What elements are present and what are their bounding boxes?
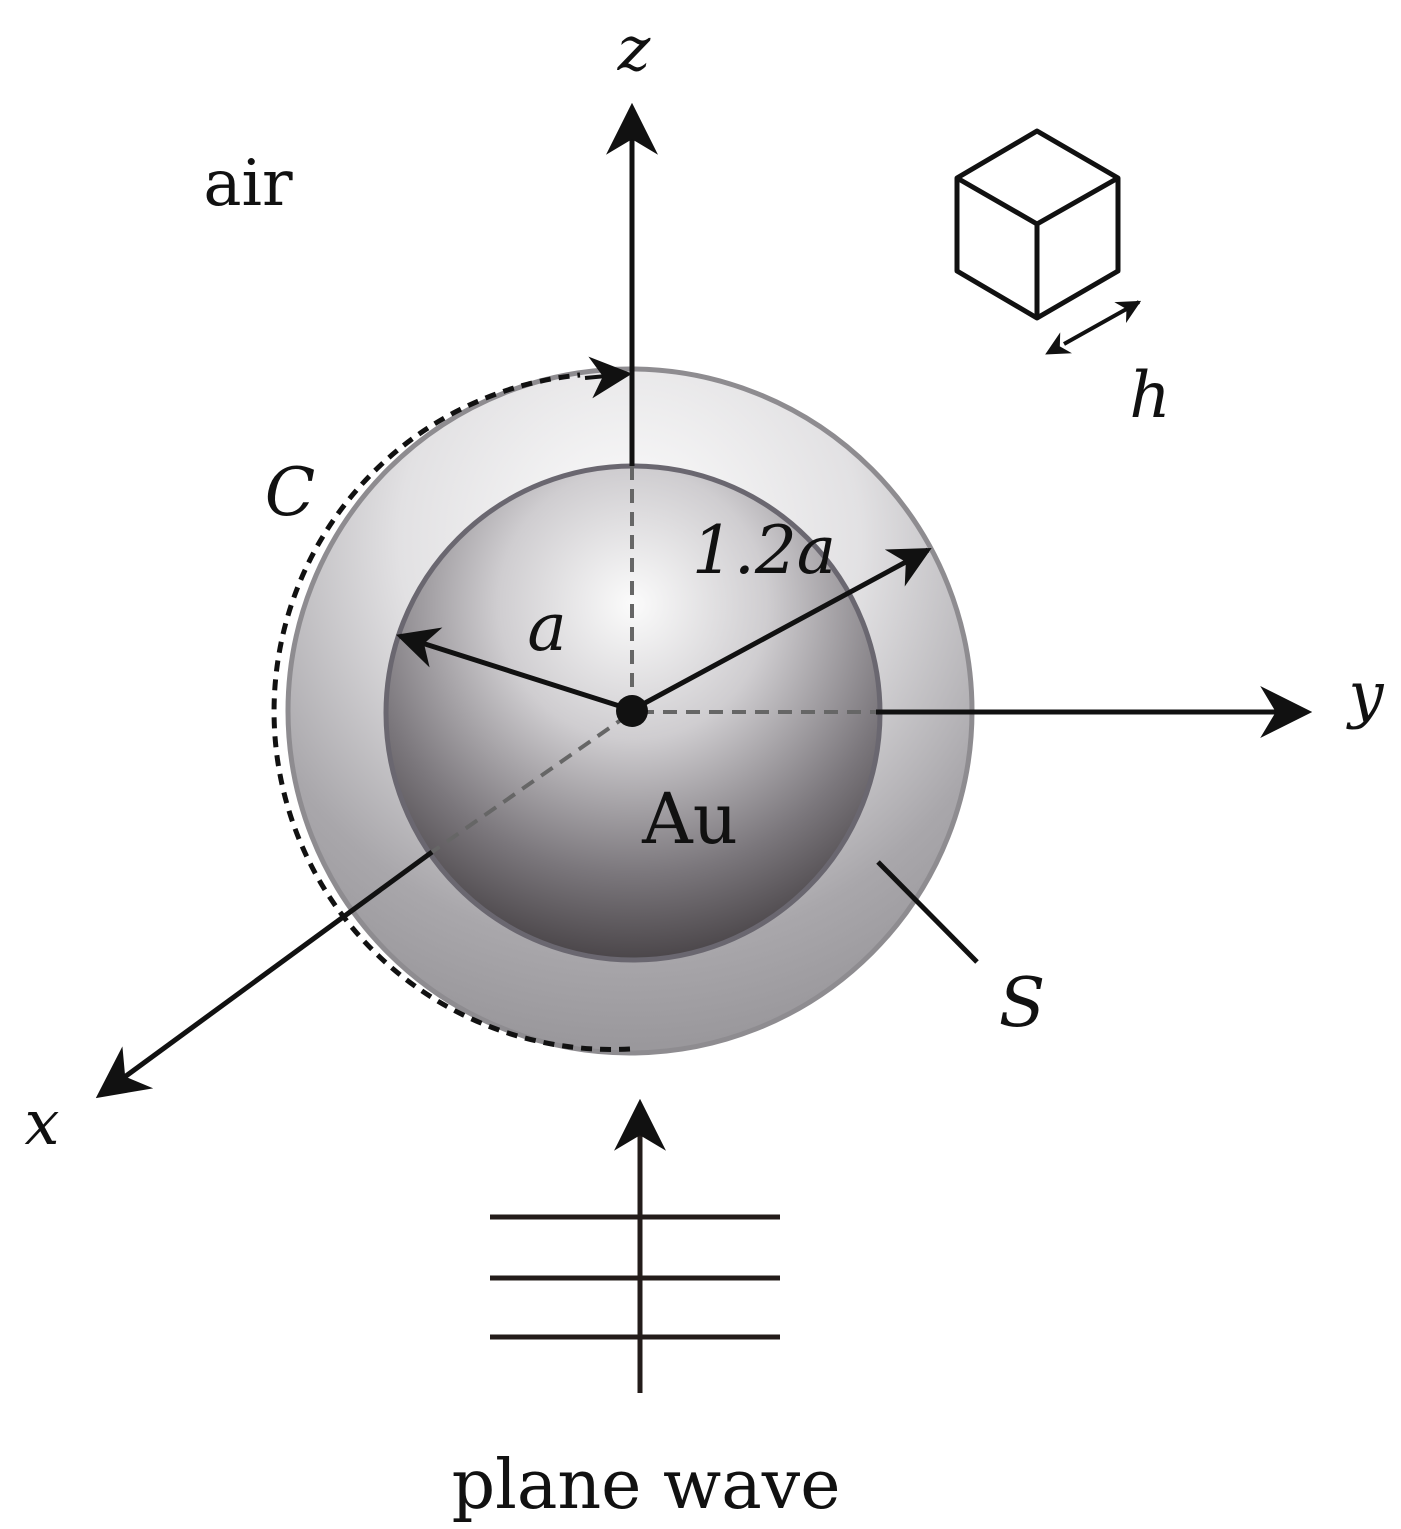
surface-s-leader xyxy=(876,860,979,964)
x-axis-dashed xyxy=(430,713,630,854)
core-radius-arrow xyxy=(395,627,633,713)
origin-point xyxy=(616,695,648,727)
contour-c xyxy=(271,372,631,1052)
x-axis xyxy=(95,849,434,1099)
shell-radius-label: 1.2a xyxy=(692,512,836,589)
contour-label: C xyxy=(265,454,316,531)
plane-wave-label: plane wave xyxy=(452,1446,841,1525)
cube-icon xyxy=(954,128,1121,321)
core-radius-label: a xyxy=(527,589,566,666)
medium-label: air xyxy=(203,147,293,221)
mesh-size-double-arrow xyxy=(1045,300,1142,355)
contour-c-arrowhead xyxy=(584,356,633,399)
z-axis-label: z xyxy=(617,12,651,85)
x-axis-label: x xyxy=(25,1086,60,1159)
core-material-label: Au xyxy=(641,778,738,860)
y-axis-label: y xyxy=(1345,658,1384,731)
surface-label: S xyxy=(999,964,1046,1043)
plane-wave-icon xyxy=(490,1098,780,1393)
shell-radius-arrow xyxy=(630,547,932,713)
mesh-size-label: h xyxy=(1129,359,1170,433)
